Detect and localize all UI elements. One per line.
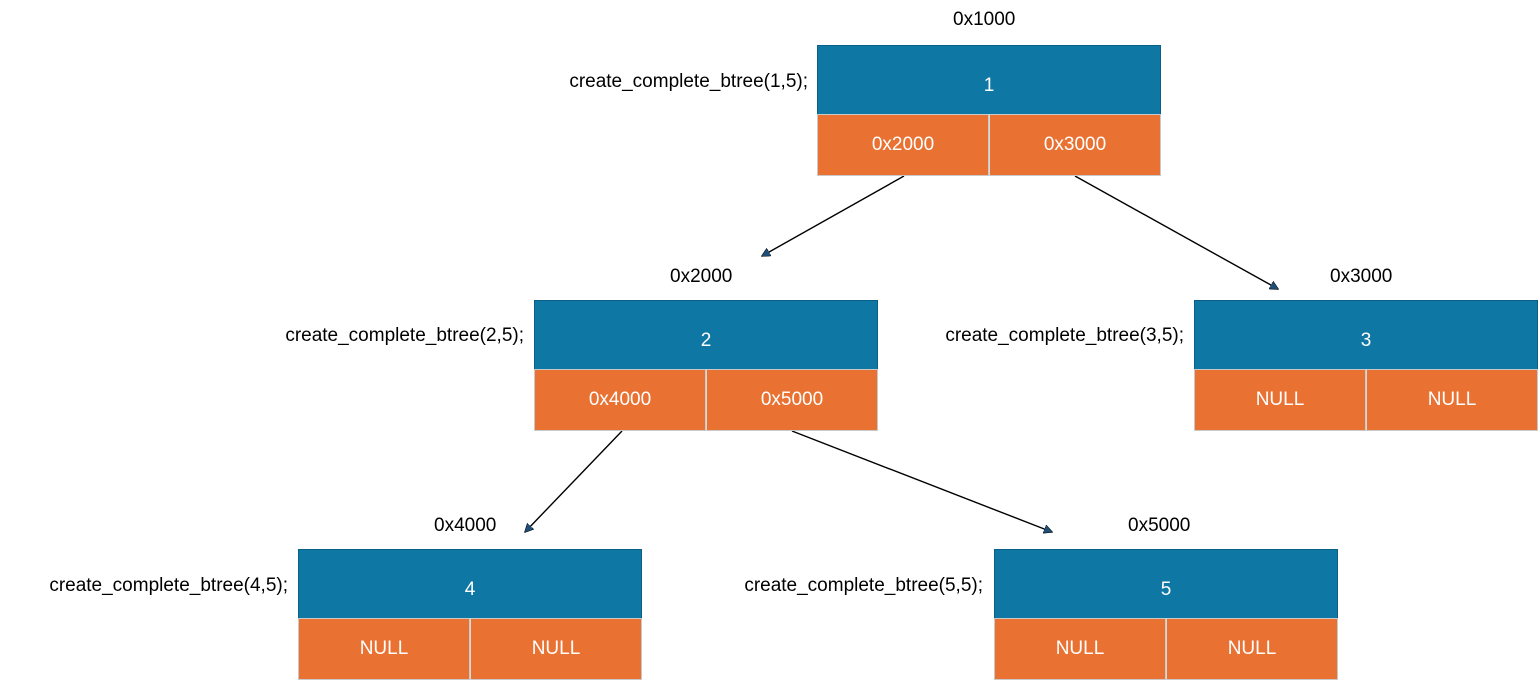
node-value-cell: 1: [817, 45, 1161, 114]
node-pointer-row: 0x4000 0x5000: [534, 369, 878, 431]
edge-1-to-3: [1074, 175, 1278, 289]
right-pointer-cell: 0x3000: [989, 114, 1161, 176]
function-call-label: create_complete_btree(2,5);: [285, 325, 524, 346]
tree-node: 5 NULL NULL: [994, 549, 1338, 680]
node-value-cell: 4: [298, 549, 642, 618]
function-call-label: create_complete_btree(3,5);: [945, 325, 1184, 346]
tree-node: 3 NULL NULL: [1194, 300, 1538, 431]
node-value-cell: 5: [994, 549, 1338, 618]
edge-1-to-2: [762, 175, 905, 256]
tree-node: 2 0x4000 0x5000: [534, 300, 878, 431]
node-address-label: 0x5000: [1128, 515, 1191, 536]
edge-2-to-4: [525, 430, 623, 532]
left-pointer-cell: 0x4000: [534, 369, 706, 431]
node-pointer-row: NULL NULL: [994, 618, 1338, 680]
function-call-label: create_complete_btree(4,5);: [49, 575, 288, 596]
node-pointer-row: NULL NULL: [1194, 369, 1538, 431]
tree-node: 4 NULL NULL: [298, 549, 642, 680]
right-pointer-cell: NULL: [1166, 618, 1338, 680]
left-pointer-cell: NULL: [298, 618, 470, 680]
right-pointer-cell: 0x5000: [706, 369, 878, 431]
node-pointer-row: NULL NULL: [298, 618, 642, 680]
function-call-label: create_complete_btree(1,5);: [569, 71, 808, 92]
tree-node: 1 0x2000 0x3000: [817, 45, 1161, 176]
edge-2-to-5: [791, 430, 1052, 532]
left-pointer-cell: 0x2000: [817, 114, 989, 176]
function-call-label: create_complete_btree(5,5);: [744, 575, 983, 596]
node-address-label: 0x1000: [953, 9, 1016, 30]
node-address-label: 0x4000: [434, 515, 497, 536]
node-pointer-row: 0x2000 0x3000: [817, 114, 1161, 176]
right-pointer-cell: NULL: [470, 618, 642, 680]
node-address-label: 0x3000: [1330, 266, 1393, 287]
node-address-label: 0x2000: [670, 266, 733, 287]
left-pointer-cell: NULL: [1194, 369, 1366, 431]
node-value-cell: 2: [534, 300, 878, 369]
right-pointer-cell: NULL: [1366, 369, 1538, 431]
node-value-cell: 3: [1194, 300, 1538, 369]
left-pointer-cell: NULL: [994, 618, 1166, 680]
